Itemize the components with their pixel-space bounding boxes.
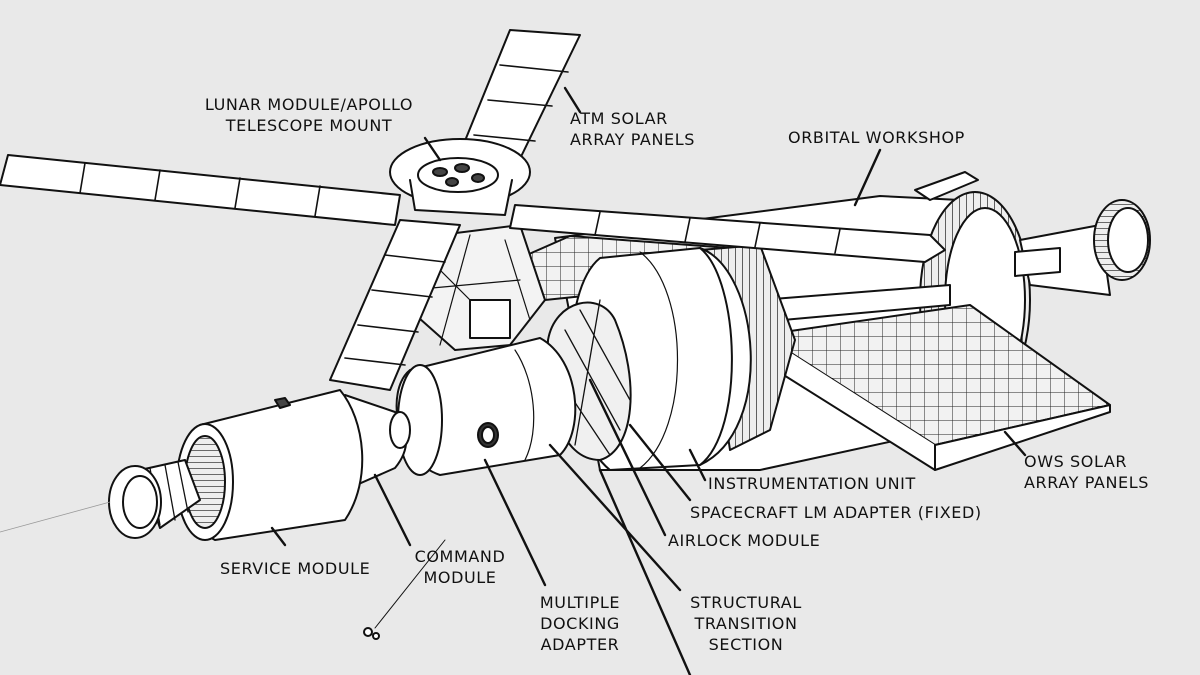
leader-ows-solar (1003, 430, 1027, 457)
label-structural-transition-section: STRUCTURAL TRANSITION SECTION (690, 593, 802, 654)
service-module-shape (176, 389, 364, 541)
telescope-mount-shape (389, 138, 531, 216)
label-multiple-docking-adapter: MULTIPLE DOCKING ADAPTER (539, 593, 621, 654)
leader-docking-adapter (483, 458, 547, 587)
leader-airlock (588, 378, 667, 537)
label-orbital-workshop: ORBITAL WORKSHOP (788, 128, 965, 147)
label-service-module: SERVICE MODULE (220, 559, 371, 578)
label-ows-solar-array-panels: OWS SOLAR ARRAY PANELS (1024, 452, 1150, 492)
leader-command-module (373, 473, 412, 547)
leader-lm-adapter (628, 423, 692, 502)
label-instrumentation-unit: INSTRUMENTATION UNIT (708, 474, 916, 493)
label-airlock-module: AIRLOCK MODULE (668, 531, 821, 550)
docking-adapter-shape (395, 337, 577, 476)
engine-bell-shape (1014, 199, 1151, 296)
label-spacecraft-lm-adapter: SPACECRAFT LM ADAPTER (FIXED) (690, 503, 982, 522)
leader-instrumentation (688, 448, 707, 482)
atm-solar-array-shape (0, 29, 946, 391)
label-lunar-module-atm: LUNAR MODULE/APOLLO TELESCOPE MOUNT (204, 95, 414, 135)
label-command-module: COMMAND MODULE (414, 547, 506, 587)
label-atm-solar-array-panels: ATM SOLAR ARRAY PANELS (570, 109, 696, 149)
leader-orbital-workshop (853, 148, 882, 207)
leader-structural-2 (598, 468, 692, 675)
leader-lunar-module (423, 136, 442, 162)
leader-service-module (270, 526, 287, 547)
leader-atm-solar (563, 86, 582, 114)
leader-structural (548, 443, 682, 592)
